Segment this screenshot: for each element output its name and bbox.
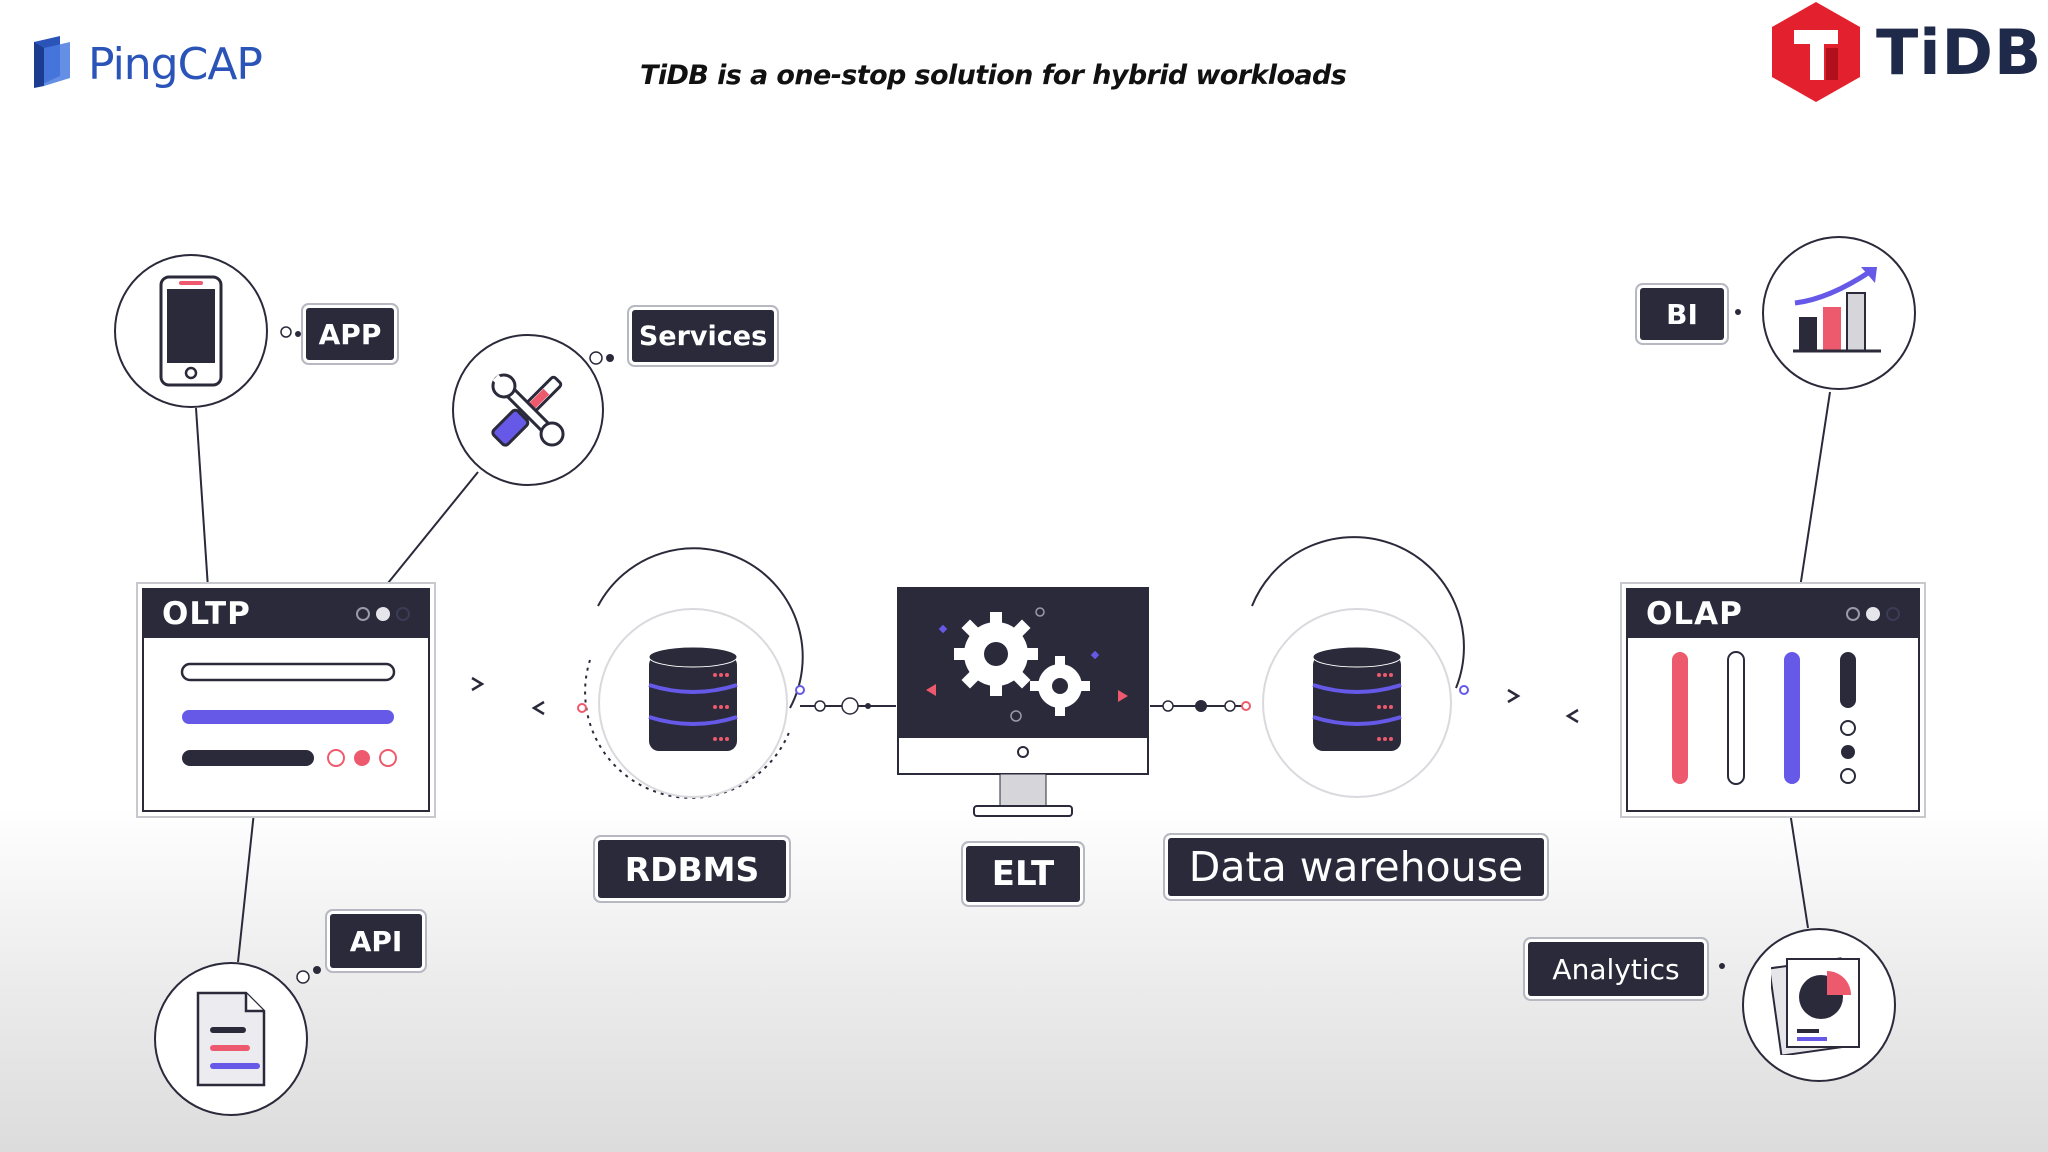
elt-tag: ELT [966,846,1080,902]
window-controls [356,607,410,621]
olap-title: OLAP [1646,596,1743,632]
growth-chart-icon [1793,267,1881,353]
window-controls [1846,607,1900,621]
data-warehouse-circle [1262,608,1452,798]
oltp-window: OLTP [142,588,430,812]
slide-title: TiDB is a one-stop solution for hybrid w… [640,60,1347,91]
pingcap-logo: PingCAP [30,36,263,92]
app-tag: APP [306,308,394,360]
olap-bars-graphic [1672,651,1856,785]
pingcap-logo-text: PingCAP [88,38,263,90]
monitor-gears-icon [897,587,1149,817]
analytics-circle [1742,928,1896,1082]
tools-icon [491,373,565,447]
api-tag: API [330,914,422,968]
pingcap-mark-icon [34,36,70,88]
database-icon [1312,646,1402,751]
api-circle [154,962,308,1116]
tidb-logo: TiDB [1768,0,2042,104]
window-dot [376,607,390,621]
window-dot [1866,607,1880,621]
data-warehouse-tag: Data warehouse [1168,838,1544,896]
elt-monitor [896,586,1150,820]
tidb-logo-text: TiDB [1876,15,2043,89]
window-dot [1846,607,1860,621]
rdbms-circle [598,608,788,798]
bi-circle [1762,236,1916,390]
rdbms-tag: RDBMS [598,840,786,898]
olap-window-titlebar: OLAP [1628,590,1918,638]
services-circle [452,334,604,486]
document-icon [196,991,266,1087]
app-circle [114,254,268,408]
window-dot [396,607,410,621]
bi-tag: BI [1640,288,1724,340]
database-icon [648,646,738,751]
oltp-window-titlebar: OLTP [144,590,428,638]
smartphone-icon [159,275,223,387]
oltp-form-graphic [180,662,397,767]
report-pie-icon [1771,957,1860,1055]
analytics-tag: Analytics [1528,942,1704,996]
services-tag: Services [632,310,774,362]
oltp-title: OLTP [162,596,251,632]
window-dot [356,607,370,621]
olap-window: OLAP [1626,588,1920,812]
tidb-mark-icon [1772,2,1860,102]
window-dot [1886,607,1900,621]
